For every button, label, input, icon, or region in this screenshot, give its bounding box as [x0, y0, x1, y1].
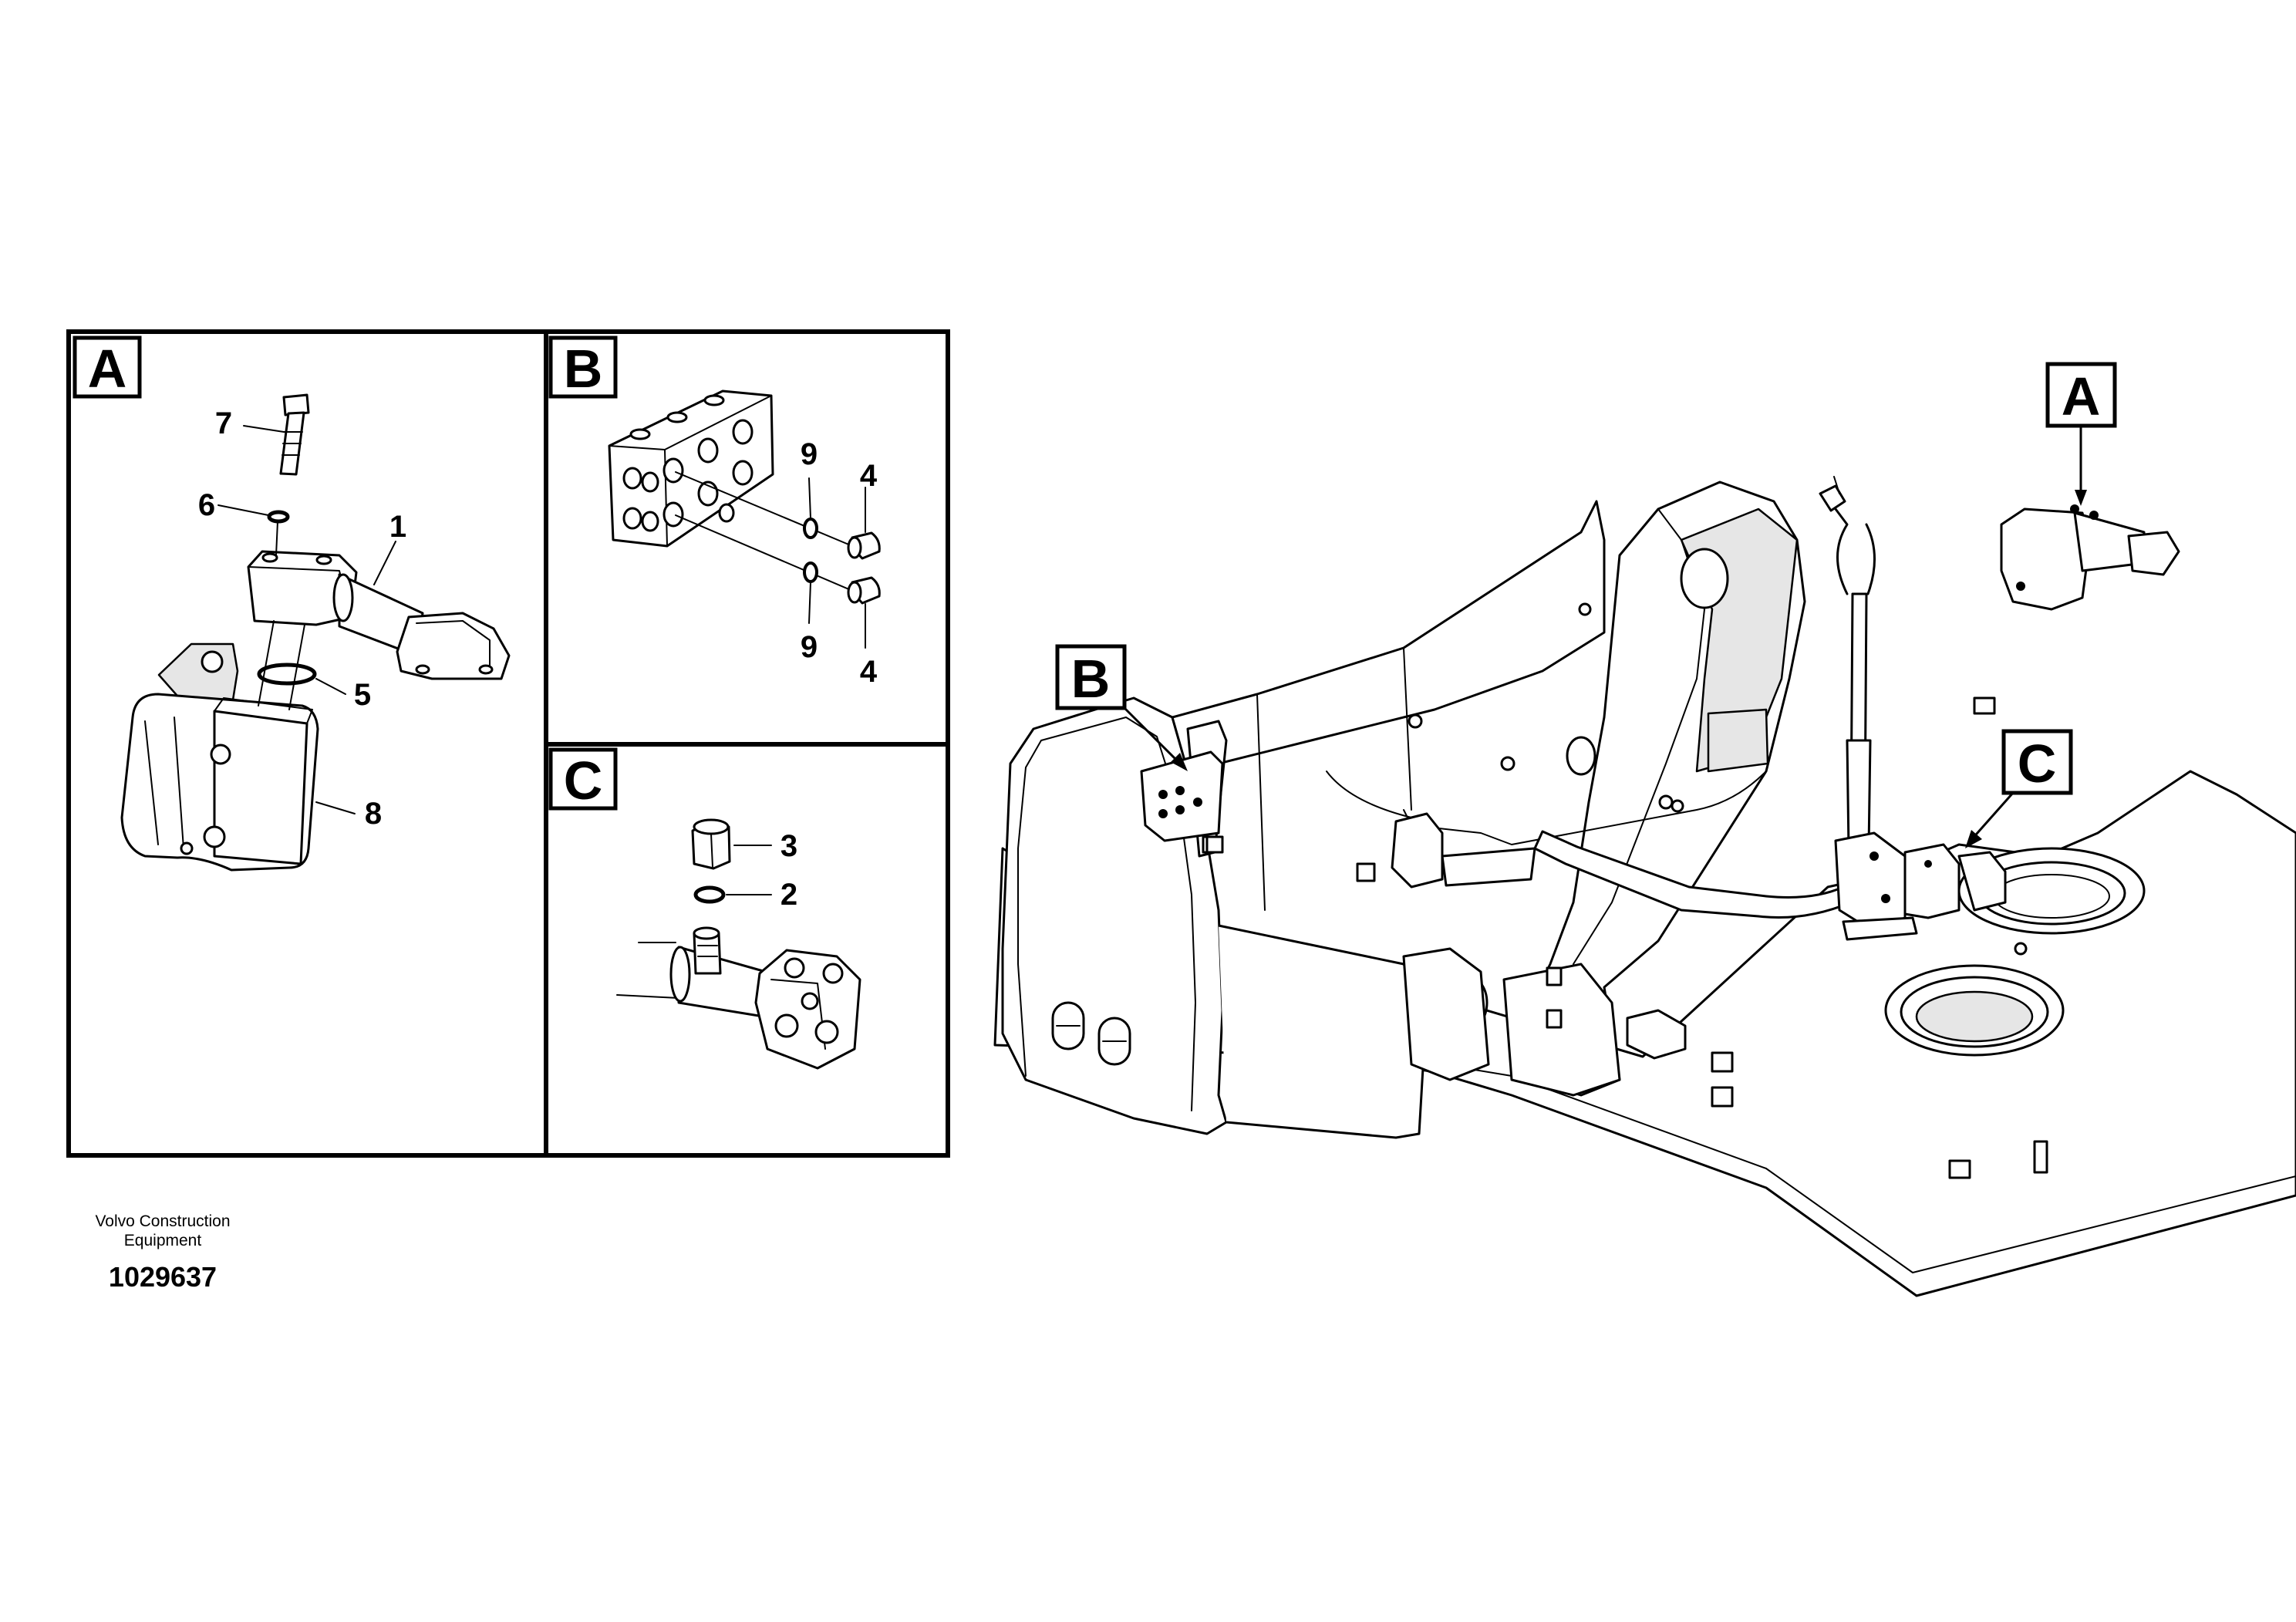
part-3-cap-nut [691, 818, 731, 870]
frame-cover-plate [1707, 708, 1769, 773]
panel-b-leaders [808, 477, 866, 649]
turntable-ring [1884, 964, 2065, 1057]
part-5-o-ring [257, 663, 317, 686]
boom-pin-hole-mid [1566, 736, 1596, 776]
callout-2: 2 [781, 878, 797, 912]
company-name-line1: Volvo Construction [95, 1212, 230, 1230]
overview-flag-c-label: C [2018, 733, 2057, 794]
document-number: 1029637 [109, 1261, 217, 1293]
callout-9-top: 9 [801, 437, 818, 471]
callout-6: 6 [198, 488, 215, 522]
part-8-housing [120, 642, 319, 872]
panel-a-leaders [217, 425, 396, 814]
footer: Volvo Construction Equipment 1029637 [95, 1212, 230, 1293]
swivel-valve-assembly [1834, 831, 2007, 941]
panel-b-tag: B [548, 336, 618, 399]
part-2-o-ring [693, 885, 726, 904]
hydraulic-hoses [1326, 476, 1876, 919]
detail-panel-a: A [72, 336, 511, 872]
frame-rear-wall [1171, 500, 1606, 773]
boom-pin-hole-upper [1680, 548, 1729, 609]
overview-flag-a: A [2045, 362, 2117, 506]
part-4-plug-top [847, 531, 881, 560]
callout-8: 8 [365, 797, 382, 831]
callout-4-top: 4 [860, 459, 878, 493]
panel-a-tag: A [72, 336, 142, 399]
swivel-component-on-frame [2000, 504, 2180, 611]
detail-frame [66, 329, 950, 1158]
part-6-washer [267, 510, 290, 524]
panel-c-tag-label: C [564, 750, 603, 811]
panel-a-tag-label: A [88, 339, 127, 399]
part-1-swivel-elbow [247, 550, 511, 680]
company-name-line2: Equipment [124, 1232, 202, 1249]
detail-panel-b: B [548, 336, 881, 689]
manifold-block [608, 389, 774, 548]
part-9-seal-bottom [803, 561, 818, 583]
overview-flag-c: C [1965, 729, 2073, 848]
panel-b-tag-label: B [564, 339, 603, 399]
detail-panel-c: C 3 2 [548, 747, 861, 1070]
assembly-line-b-top [675, 471, 857, 548]
frame-left-plate [1218, 924, 1428, 1139]
callout-9-bottom: 9 [801, 630, 818, 664]
panel-c-tag: C [548, 747, 618, 811]
callout-4-bottom: 4 [860, 655, 878, 689]
overview-flag-b: B [1055, 644, 1188, 771]
assembly-line-b-bottom [675, 514, 857, 593]
part-4-plug-bottom [847, 576, 881, 605]
overview-machine-frame [993, 476, 2296, 1297]
callout-7: 7 [215, 406, 232, 440]
callout-3: 3 [781, 829, 797, 863]
callout-1: 1 [389, 510, 406, 544]
panel-a-assembly-lines [258, 521, 305, 710]
part-9-seal-top [803, 518, 818, 539]
hose-flange-assembly [616, 926, 861, 1070]
frame-studs [1205, 602, 2048, 1179]
overview-flag-a-label: A [2062, 366, 2101, 427]
part-7-bolt [279, 393, 310, 476]
callout-5: 5 [354, 678, 371, 712]
overview-flag-b-label: B [1071, 649, 1111, 709]
